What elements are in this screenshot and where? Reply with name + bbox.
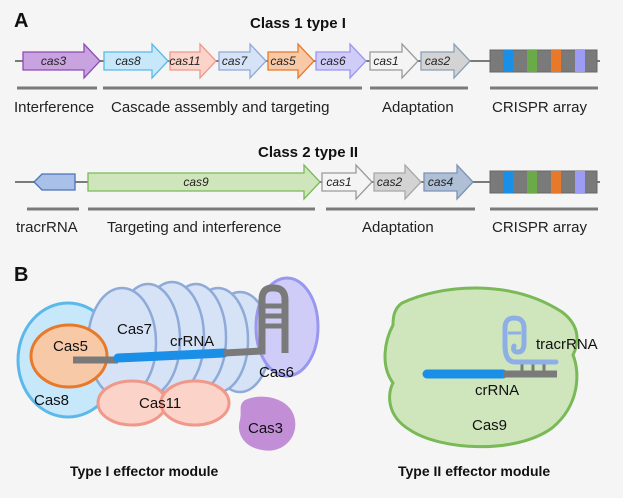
class1-gene-label: cas7 xyxy=(222,54,249,68)
class2-gene-label: cas4 xyxy=(428,175,454,189)
class1-gene-label: cas1 xyxy=(373,54,398,68)
class1-gene-track: cas3 cas8 cas11 cas7 cas5 cas6 cas1 cas2 xyxy=(22,42,471,80)
class1-title: Class 1 type I xyxy=(250,15,346,32)
cas3-label: Cas3 xyxy=(248,420,283,437)
class2-function-adaptation: Adaptation xyxy=(362,219,434,236)
class1-function-interference: Interference xyxy=(14,99,94,116)
cas11-subunit xyxy=(159,379,231,427)
class2-function-crispr-array: CRISPR array xyxy=(492,219,588,236)
class2-function-tracrrna: tracrRNA xyxy=(16,219,78,236)
class2-gene-cas1 xyxy=(321,163,373,201)
class1-gene-label: cas3 xyxy=(41,54,67,68)
cas9-label: Cas9 xyxy=(472,417,507,434)
class1-gene-label: cas8 xyxy=(115,54,141,68)
class2-array-spacer xyxy=(551,171,561,193)
class1-gene-cas3 xyxy=(22,42,101,80)
type2-effector-complex: tracrRNA crRNA Cas9 xyxy=(383,286,598,449)
class2-title: Class 2 type II xyxy=(258,144,358,161)
tracrrna-gene xyxy=(33,173,76,191)
cas7-label: Cas7 xyxy=(117,321,152,338)
class2-gene-cas4 xyxy=(423,163,474,201)
crrna-label: crRNA xyxy=(475,382,519,399)
class1-gene-label: cas6 xyxy=(320,54,346,68)
class1-array-spacer xyxy=(551,50,561,72)
tracrrna-label: tracrRNA xyxy=(536,336,598,353)
panel-a-label: A xyxy=(14,10,28,32)
cas9-protein xyxy=(383,286,579,449)
class1-crispr-array xyxy=(489,49,598,73)
cas5-label: Cas5 xyxy=(53,338,88,355)
cas6-label: Cas6 xyxy=(259,364,294,381)
panel-b-label: B xyxy=(14,264,28,286)
class1-array-spacer xyxy=(527,50,537,72)
class1-gene-cas11 xyxy=(169,42,217,80)
class2-gene-label: cas2 xyxy=(377,175,403,189)
class1-gene-cas7 xyxy=(218,42,267,80)
class2-gene-cas2 xyxy=(373,163,422,201)
class2-array-spacer xyxy=(575,171,585,193)
crrna-label: crRNA xyxy=(170,333,214,350)
class1-gene-label: cas2 xyxy=(425,54,451,68)
class2-gene-label: cas9 xyxy=(183,175,209,189)
class2-gene-label: cas1 xyxy=(326,175,351,189)
class2-crispr-array xyxy=(489,170,598,194)
class1-gene-label: cas11 xyxy=(169,54,200,68)
class1-function-crispr-array: CRISPR array xyxy=(492,99,588,116)
class1-function-cascade: Cascade assembly and targeting xyxy=(111,99,329,116)
class2-array-repeats xyxy=(489,170,598,194)
class1-gene-label: cas5 xyxy=(270,54,296,68)
crrna-3-hairpin xyxy=(223,284,289,357)
class1-function-adaptation: Adaptation xyxy=(382,99,454,116)
type2-caption: Type II effector module xyxy=(398,463,550,479)
class1-gene-cas5 xyxy=(267,42,315,80)
type1-caption: Type I effector module xyxy=(70,463,219,479)
class2-array-spacer xyxy=(527,171,537,193)
class1-gene-cas6 xyxy=(315,42,367,80)
class1-array-repeats xyxy=(489,49,598,73)
class1-array-spacer xyxy=(575,50,585,72)
tracrrna-strand xyxy=(502,315,559,365)
type1-effector-complex: Cas8 Cas5 Cas7 Cas6 Cas11 Cas3 crRNA xyxy=(16,276,320,451)
class2-array-spacer xyxy=(503,171,513,193)
cas11-label: Cas11 xyxy=(139,395,181,412)
class2-function-targeting: Targeting and interference xyxy=(107,219,281,236)
cas7-backbone xyxy=(86,280,272,400)
class2-gene-track: cas9 cas1 cas2 cas4 xyxy=(87,163,474,201)
class1-gene-cas8 xyxy=(103,42,169,80)
class2-gene-cas9 xyxy=(87,163,321,201)
class1-gene-cas1 xyxy=(369,42,419,80)
cas8-label: Cas8 xyxy=(34,392,69,409)
cas5-protein xyxy=(29,323,109,389)
crrna-spacer xyxy=(113,348,229,363)
class1-array-spacer xyxy=(503,50,513,72)
class1-gene-cas2 xyxy=(420,42,471,80)
cas3-protein xyxy=(238,396,296,451)
